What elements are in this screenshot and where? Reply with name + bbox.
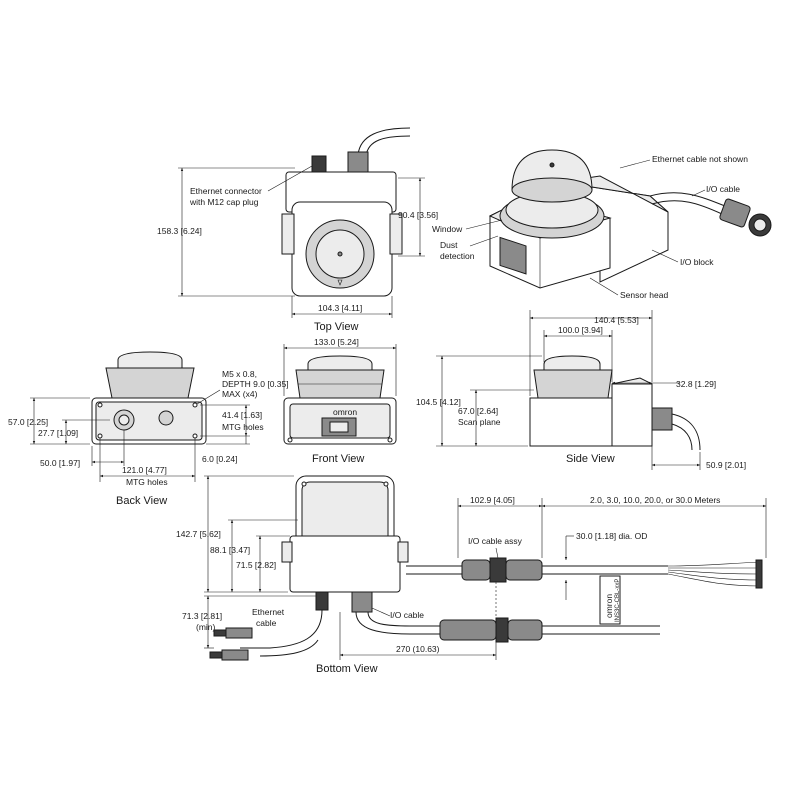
iso-io-cable bbox=[649, 192, 726, 207]
bottom-view-io-gland bbox=[351, 591, 373, 613]
dim-102-label: 102.9 [4.05] bbox=[470, 495, 515, 505]
bottom-ethernet-label-1: Ethernet bbox=[252, 607, 285, 617]
iso-front-display bbox=[499, 236, 527, 275]
dim-133-label: 133.0 [5.24] bbox=[314, 337, 359, 347]
cable-assy-label: I/O cable assy bbox=[468, 536, 523, 546]
dim-50-9-label: 50.9 [2.01] bbox=[706, 460, 746, 470]
iso-io-block-label: I/O block bbox=[680, 257, 714, 267]
bottom-view-io-connector bbox=[439, 619, 497, 641]
front-view-dome bbox=[307, 355, 373, 371]
cable-assy-wires bbox=[667, 561, 761, 587]
back-mtg-spec-3: MAX (x4) bbox=[222, 389, 258, 399]
bottom-view-io-block bbox=[289, 535, 401, 593]
side-view: 140.4 [5.53] 100.0 [3.94] 32.8 [1.29] 10… bbox=[416, 310, 746, 470]
dim-88-label: 88.1 [3.47] bbox=[210, 545, 250, 555]
iso-view: Ethernet cable not shown I/O cable Windo… bbox=[432, 149, 772, 300]
cable-tag-code: INS3C-CBL-xxP bbox=[615, 579, 621, 622]
iso-io-cable-label: I/O cable bbox=[706, 184, 740, 194]
side-view-dome bbox=[543, 355, 601, 371]
top-view-direction-arrow bbox=[337, 279, 343, 286]
dim-67-label-1: 67.0 [2.64] bbox=[458, 406, 498, 416]
side-view-gland bbox=[651, 407, 673, 431]
back-view-ethernet-port bbox=[158, 410, 174, 426]
dim-121-label-2: MTG holes bbox=[126, 477, 168, 487]
iso-window-label: Window bbox=[432, 224, 463, 234]
top-view-title: Top View bbox=[314, 321, 358, 333]
dim-57-label: 57.0 [2.25] bbox=[8, 417, 48, 427]
cable-assembly: omron INS3C-CBL-xxP 102.9 [4.05] 2.0, 3.… bbox=[406, 495, 767, 625]
dim-41-label-1: 41.4 [1.63] bbox=[222, 410, 262, 420]
top-view-io-gland bbox=[347, 151, 369, 175]
back-view-title: Back View bbox=[116, 495, 167, 507]
dim-121-label-1: 121.0 [4.77] bbox=[122, 465, 167, 475]
dim-41-label-2: MTG holes bbox=[222, 422, 264, 432]
dim-270-label: 270 (10.63) bbox=[396, 644, 440, 654]
dim-140-label: 140.4 [5.53] bbox=[594, 315, 639, 325]
dim-71-3-label-2: (min) bbox=[196, 622, 216, 632]
dim-50-label: 50.0 [1.97] bbox=[40, 458, 80, 468]
front-view: omron 133.0 [5.24] Front View bbox=[283, 337, 397, 465]
top-view-ethernet-label-1: Ethernet connector bbox=[190, 186, 262, 196]
iso-io-connector bbox=[719, 198, 751, 228]
side-view-io-cable bbox=[671, 413, 701, 451]
dim-104-label: 104.3 [4.11] bbox=[318, 303, 362, 313]
side-view-head bbox=[529, 397, 627, 447]
back-view-mtg-hole bbox=[97, 433, 103, 439]
dim-32-label: 32.8 [1.29] bbox=[676, 379, 716, 389]
bottom-io-cable-label: I/O cable bbox=[390, 610, 424, 620]
bottom-view-title: Bottom View bbox=[316, 663, 378, 675]
front-view-title: Front View bbox=[312, 453, 364, 465]
top-view-io-cable bbox=[357, 127, 411, 156]
top-view-ethernet-connector bbox=[311, 155, 327, 175]
bottom-view-ethernet-connector bbox=[315, 591, 329, 611]
side-view-io-block bbox=[611, 383, 653, 447]
bottom-view-ethernet-cable bbox=[240, 609, 323, 649]
cable-od-label: 30.0 [1.18] dia. OD bbox=[576, 531, 647, 541]
back-view-dome bbox=[117, 351, 183, 369]
side-view-title: Side View bbox=[566, 453, 615, 465]
cable-tag bbox=[599, 575, 621, 625]
cable-tag-brand: omron bbox=[604, 594, 614, 618]
dim-67-label-2: Scan plane bbox=[458, 417, 501, 427]
dim-27-label: 27.7 [1.09] bbox=[38, 428, 78, 438]
bottom-view: 142.7 [5.62] 88.1 [3.47] 71.5 [2.82] 71.… bbox=[176, 475, 660, 675]
iso-dust-label-1: Dust bbox=[440, 240, 458, 250]
dim-90-label: 90.4 [3.56] bbox=[398, 210, 438, 220]
dim-158-label: 158.3 [6.24] bbox=[157, 226, 202, 236]
front-view-brand: omron bbox=[333, 407, 357, 417]
iso-dust-label-2: detection bbox=[440, 251, 475, 261]
iso-ethernet-note: Ethernet cable not shown bbox=[652, 154, 748, 164]
dim-104-5-label: 104.5 [4.12] bbox=[416, 397, 461, 407]
bottom-view-io-cable bbox=[355, 611, 440, 635]
dim-6-label: 6.0 [0.24] bbox=[202, 454, 237, 464]
iso-sensor-head-label: Sensor head bbox=[620, 290, 668, 300]
cable-assy-connector-right bbox=[505, 559, 543, 581]
dim-142-label: 142.7 [5.62] bbox=[176, 529, 221, 539]
dim-71-5-label: 71.5 [2.82] bbox=[236, 560, 276, 570]
back-mtg-spec-1: M5 x 0.8, bbox=[222, 369, 257, 379]
dim-lengths-label: 2.0, 3.0, 10.0, 20.0, or 30.0 Meters bbox=[590, 495, 720, 505]
cable-assy-connector-left bbox=[461, 559, 491, 581]
back-view: M5 x 0.8, DEPTH 9.0 [0.35] MAX (x4) 57.0… bbox=[8, 351, 289, 507]
dim-71-3-label-1: 71.3 [2.81] bbox=[182, 611, 222, 621]
side-view-window bbox=[533, 369, 613, 399]
top-view-ethernet-label-2: with M12 cap plug bbox=[189, 197, 259, 207]
top-view: Ethernet connector with M12 cap plug 158… bbox=[157, 127, 438, 333]
dim-100-label: 100.0 [3.94] bbox=[558, 325, 603, 335]
back-mtg-spec-2: DEPTH 9.0 [0.35] bbox=[222, 379, 289, 389]
bottom-ethernet-label-2: cable bbox=[256, 618, 277, 628]
